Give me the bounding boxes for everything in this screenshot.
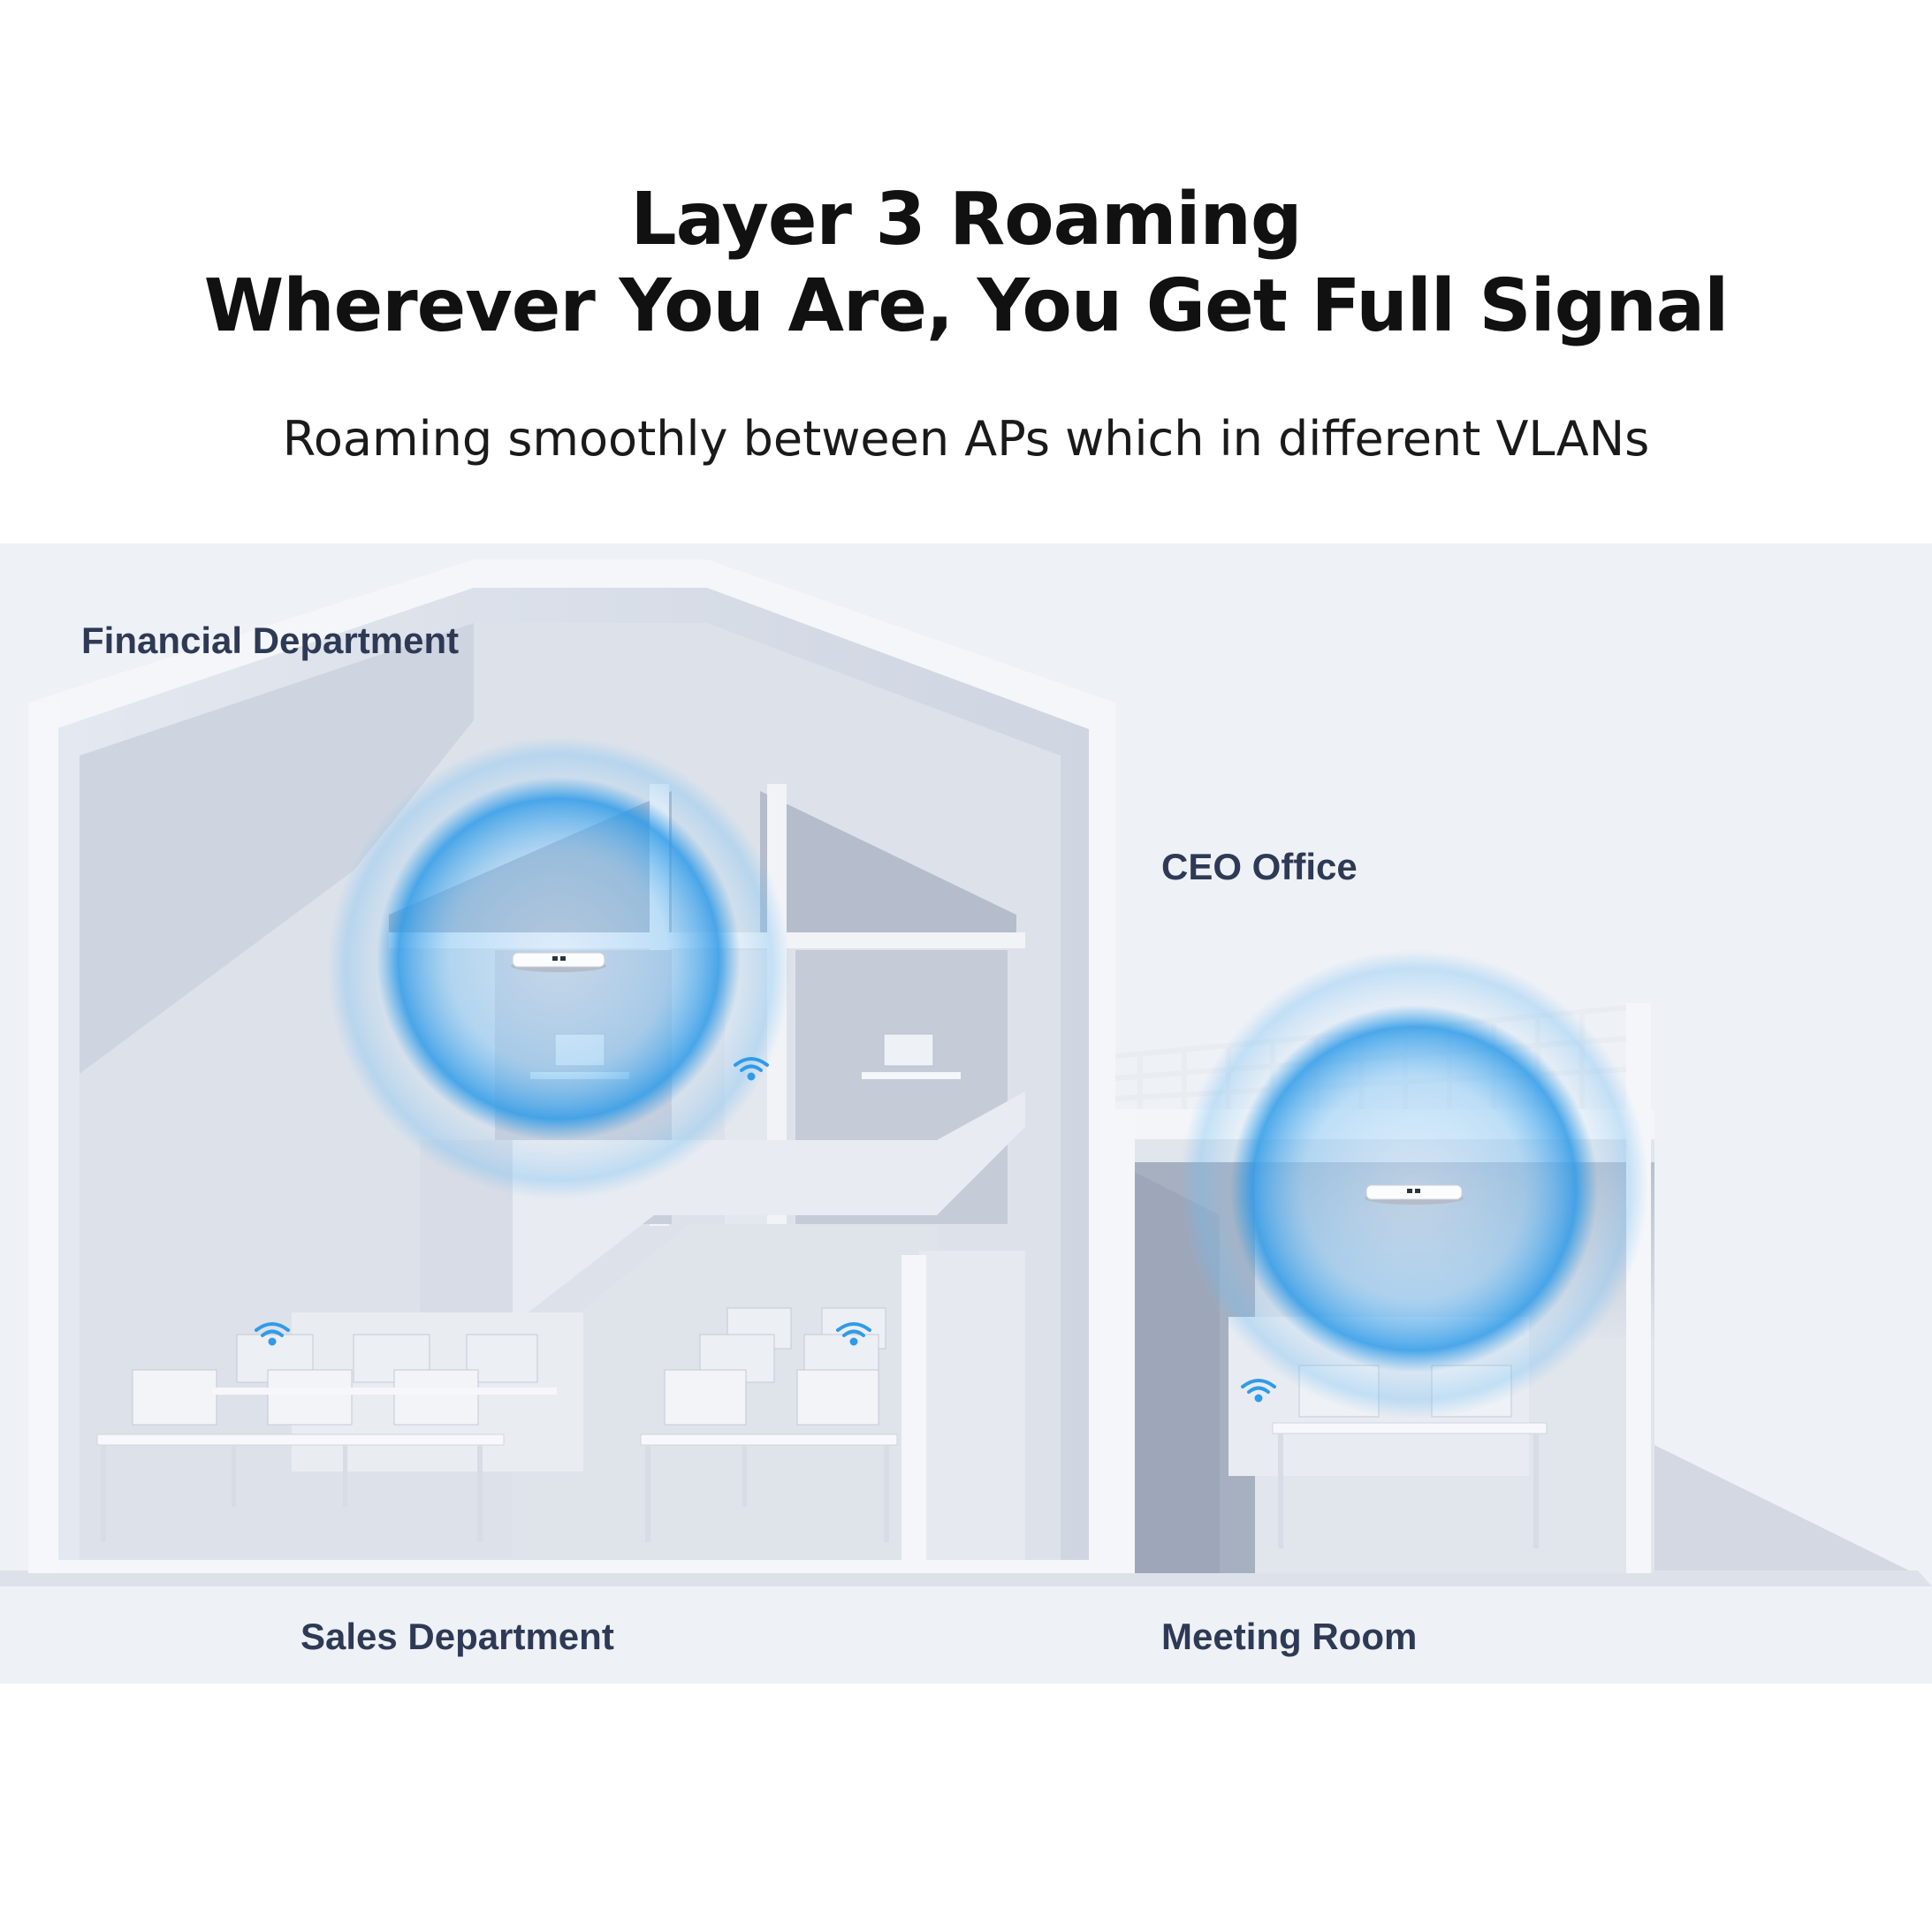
wifi-icon <box>1241 1379 1276 1403</box>
headline: Layer 3 Roaming Wherever You Are, You Ge… <box>0 177 1932 350</box>
headline-line-2: Wherever You Are, You Get Full Signal <box>203 264 1729 348</box>
headline-line-1: Layer 3 Roaming <box>630 178 1302 262</box>
sales-desks-right <box>640 1307 898 1542</box>
label-financial-department: Financial Department <box>81 620 460 661</box>
subtitle: Roaming smoothly between APs which in di… <box>282 411 1650 467</box>
signal-coverage-ceo <box>1180 950 1648 1419</box>
building-illustration: Financial Department CEO Office Sales De… <box>0 544 1932 1684</box>
wifi-icon <box>734 1057 769 1081</box>
sales-desks-left <box>96 1334 557 1542</box>
label-ceo-office: CEO Office <box>1161 846 1358 887</box>
wifi-icon <box>836 1322 871 1346</box>
wifi-icon <box>255 1322 290 1346</box>
label-sales-department: Sales Department <box>300 1616 614 1657</box>
access-point-icon <box>511 952 606 972</box>
building-drawing <box>0 559 1932 1586</box>
label-meeting-room: Meeting Room <box>1161 1616 1418 1657</box>
access-point-icon <box>1365 1184 1464 1205</box>
